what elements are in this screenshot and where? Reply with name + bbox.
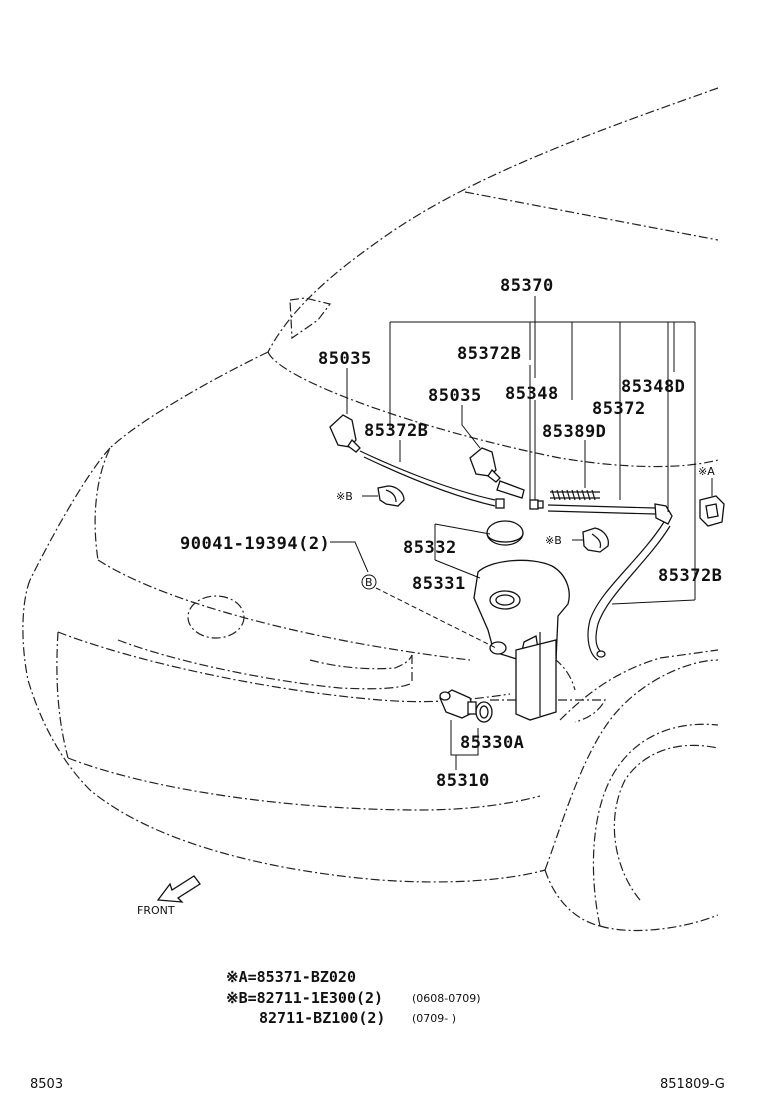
front-arrow: FRONT [137, 875, 201, 917]
footer: 8503 851809-G [30, 1077, 725, 1092]
tank-cap-85332 [486, 520, 524, 546]
footer-right-code: 851809-G [660, 1077, 725, 1092]
label-85348d: 85348D [621, 377, 685, 397]
clip-b-right [582, 527, 610, 553]
label-85370: 85370 [500, 276, 554, 296]
callout-a: ※A [698, 465, 715, 478]
label-85372b-right: 85372B [658, 566, 722, 586]
nozzle-left [329, 414, 361, 453]
label-85372b-top: 85372B [457, 344, 521, 364]
vehicle-outline [22, 87, 719, 932]
label-85035-mid: 85035 [428, 386, 482, 406]
b-circle-letter: B [365, 576, 373, 589]
label-85372b-left: 85372B [364, 421, 428, 441]
note-line-b2: 82711-BZ100(2) [259, 1009, 385, 1027]
note-line-a: ※A=85371-BZ020 [226, 968, 356, 986]
callout-b-left: ※B [336, 490, 353, 503]
label-85332: 85332 [403, 538, 457, 558]
footer-left-code: 8503 [30, 1077, 63, 1092]
pump-85330a [475, 701, 493, 723]
callout-b-right: ※B [545, 534, 562, 547]
motor-85310 [439, 689, 477, 719]
spring-85389d [550, 489, 600, 501]
washer-parts [329, 414, 725, 723]
label-90041-19394: 90041-19394(2) [180, 534, 330, 554]
leader-lines [330, 296, 713, 770]
label-85310: 85310 [436, 771, 490, 791]
clip-a [699, 495, 725, 527]
part-labels: 85370 85035 85372B 85035 85348 85348D 85… [180, 276, 722, 791]
note-line-b2-range: (0709- ) [412, 1012, 456, 1025]
b-circle-icon [361, 574, 377, 590]
front-label: FRONT [137, 904, 175, 917]
callout-marks: ※B ※B ※A B [336, 465, 715, 590]
clip-b-left [377, 485, 405, 507]
label-85372: 85372 [592, 399, 646, 419]
label-85331: 85331 [412, 574, 466, 594]
label-85035-left: 85035 [318, 349, 372, 369]
label-85348: 85348 [505, 384, 559, 404]
connector-85348 [529, 499, 539, 510]
front-arrow-icon [156, 875, 201, 903]
note-line-b1: ※B=82711-1E300(2) [226, 989, 383, 1007]
washer-tank-85331 [473, 559, 570, 721]
label-85389d: 85389D [542, 422, 606, 442]
nozzle-mid [469, 447, 501, 483]
label-85330a: 85330A [460, 733, 524, 753]
note-line-b1-range: (0608-0709) [412, 992, 481, 1005]
part-notes: ※A=85371-BZ020 ※B=82711-1E300(2) (0608-0… [226, 968, 481, 1027]
